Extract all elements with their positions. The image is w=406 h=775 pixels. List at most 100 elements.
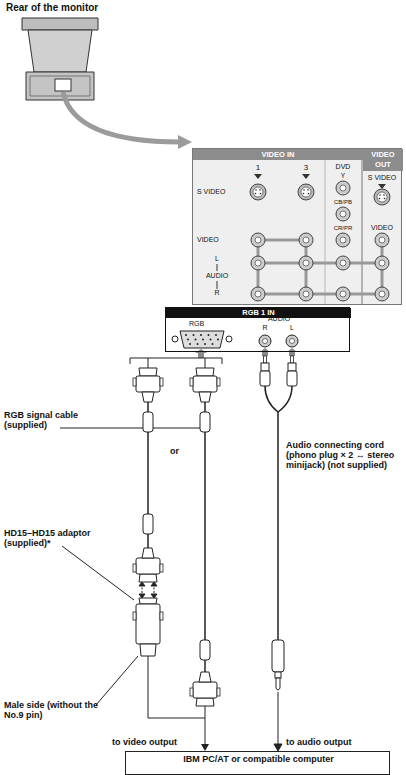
- port-label: S VIDEO: [197, 188, 241, 196]
- s-video-jack: [301, 187, 311, 197]
- jack-pin: [303, 193, 305, 195]
- vga-pin: [185, 334, 187, 336]
- phono-jack: [299, 256, 313, 270]
- video-panel: [362, 148, 363, 305]
- jack-pin: [255, 189, 257, 191]
- hd15-adaptor: [139, 598, 157, 604]
- rgb-cables: [130, 358, 222, 364]
- phono-jack: [340, 291, 346, 297]
- phono-plug: [287, 356, 297, 386]
- phono-jack: [340, 237, 346, 243]
- pointer-arrow: [63, 92, 180, 142]
- audio-cord: [287, 348, 297, 356]
- s-video-jack: [253, 187, 263, 197]
- phono-jack: [379, 291, 385, 297]
- box-label: IBM PC/AT or compatible computer: [126, 754, 391, 764]
- rgb-cables: [139, 582, 145, 586]
- port-label: L: [288, 324, 296, 332]
- rgb-cables: [60, 358, 222, 744]
- arrowhead: [201, 744, 209, 751]
- rgb-cables: [96, 656, 138, 705]
- port-label: AUDIO: [260, 315, 298, 323]
- rgb-panel: [165, 307, 350, 352]
- audio-cord: [265, 386, 278, 412]
- pointer-arrow: [178, 135, 192, 149]
- phono-jack: [255, 260, 261, 266]
- phono-plug: [260, 356, 270, 386]
- phono-jack: [251, 287, 265, 301]
- vga-pin: [200, 334, 202, 336]
- vga-pin: [212, 343, 214, 345]
- panel-heading: VIDEO IN: [193, 149, 363, 160]
- callout-label: to audio output: [286, 737, 351, 747]
- audio-cord: [276, 678, 280, 690]
- audio-cord: [274, 744, 282, 751]
- port-label: R: [261, 324, 269, 332]
- insert-arrows: [195, 349, 207, 358]
- port-label: DVD: [331, 163, 355, 171]
- insert-arrows: [195, 349, 207, 358]
- vga-pin: [210, 339, 212, 341]
- callout-label: HD15–HD15 adaptor (supplied)*: [4, 528, 110, 548]
- rgb-cables: [151, 582, 157, 586]
- video-panel: [378, 184, 386, 189]
- phono-jack: [336, 233, 350, 247]
- monitor-rear: [55, 79, 71, 91]
- rgb-panel: [226, 336, 232, 342]
- jack-pin: [255, 193, 257, 195]
- jack-pin: [383, 194, 385, 196]
- phono-jack: [303, 237, 309, 243]
- vga-pin: [197, 343, 199, 345]
- monitor-rear: [22, 18, 98, 30]
- monitor-rear: [26, 72, 94, 100]
- s-video-jack: [377, 192, 387, 202]
- video-panel: [217, 264, 218, 271]
- s-video-jack: [298, 184, 314, 200]
- port-label: R: [212, 289, 222, 297]
- vga-pin: [208, 334, 210, 336]
- port-label: VIDEO: [197, 236, 241, 244]
- vga-pin: [204, 343, 206, 345]
- rgb-panel: [165, 307, 350, 352]
- video-panel: [302, 174, 310, 179]
- audio-cord: [278, 386, 292, 412]
- phono-jack: [336, 181, 350, 195]
- port-label: CB/PB: [329, 199, 357, 206]
- rgb-panel: [180, 331, 224, 348]
- port-label: RGB: [189, 320, 204, 328]
- phono-jack: [336, 256, 350, 270]
- vga-pin: [195, 339, 197, 341]
- callout-label: to video output: [112, 737, 177, 747]
- video-panel: [254, 174, 262, 179]
- port-label: CR/PR: [329, 225, 357, 232]
- hd15-adaptor: [136, 604, 160, 644]
- s-video-jack: [250, 184, 266, 200]
- video-panel: [192, 148, 402, 305]
- phono-jack: [375, 287, 389, 301]
- vga-pin: [215, 334, 217, 336]
- port-label: 1: [253, 163, 263, 172]
- ferrite-core: [200, 412, 210, 432]
- hd15-adaptor: [140, 644, 156, 656]
- monitor-rear: [22, 18, 98, 100]
- phono-jack: [336, 287, 350, 301]
- rgb-panel: [172, 336, 178, 342]
- computer-box: IBM PC/AT or compatible computer: [125, 751, 390, 775]
- phono-jack: [375, 233, 389, 247]
- rgb-cables: [205, 358, 206, 368]
- rgb-plug: [190, 368, 220, 402]
- phono-jack: [251, 256, 265, 270]
- audio-cord: [275, 672, 281, 678]
- rgb-cables: [204, 402, 206, 672]
- callout-label: Male side (without the No.9 pin): [4, 700, 104, 720]
- rgb-cables: [139, 594, 145, 598]
- phono-jack: [379, 260, 385, 266]
- jack-pin: [307, 189, 309, 191]
- phono-jack: [303, 260, 309, 266]
- pointer-arrow: [63, 92, 192, 149]
- vga-pin: [189, 343, 191, 345]
- s-video-jack: [374, 189, 390, 205]
- ferrite-core: [200, 640, 210, 660]
- jack-pin: [379, 194, 381, 196]
